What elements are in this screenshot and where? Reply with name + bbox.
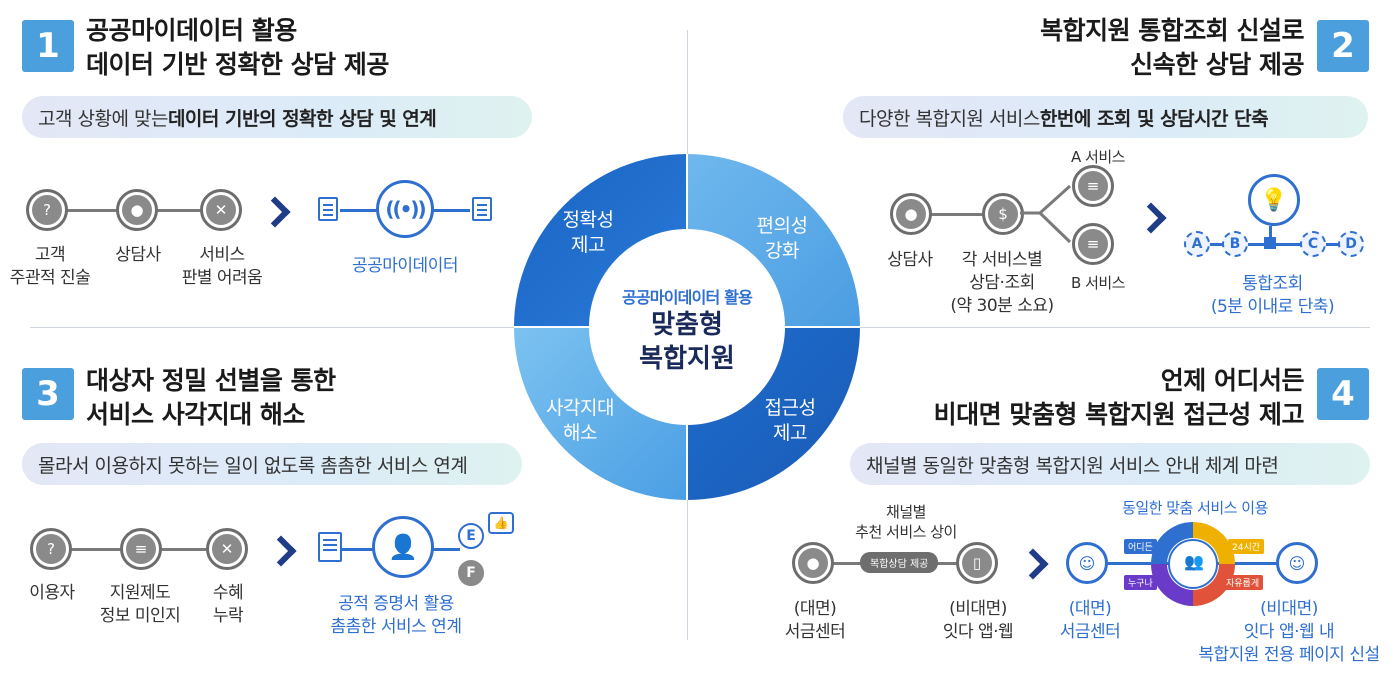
q2-counselor-label: 상담사 bbox=[887, 250, 933, 270]
q3-title-line2: 서비스 사각지대 해소 bbox=[86, 400, 305, 429]
node-a: A bbox=[1184, 231, 1210, 257]
q2-node-hub bbox=[1264, 237, 1276, 249]
node-b: B bbox=[1222, 231, 1248, 257]
center-subtitle: 공공마이데이터 활용 bbox=[621, 288, 753, 307]
user-question-icon: ? bbox=[30, 528, 72, 570]
q2-node-stem bbox=[1269, 226, 1272, 243]
document-list-icon: ≡ bbox=[120, 528, 162, 570]
q3-title: 대상자 정밀 선별을 통한 서비스 사각지대 해소 bbox=[86, 364, 336, 432]
q3-title-line1: 대상자 정밀 선별을 통한 bbox=[86, 366, 336, 395]
mobile-app-icon: ▯ bbox=[956, 542, 998, 584]
x-mark-icon: ✕ bbox=[200, 189, 242, 231]
wireless-signal-icon: ((•)) bbox=[376, 180, 434, 238]
customer-speech-icon: ? bbox=[26, 189, 68, 231]
document-icon bbox=[318, 197, 338, 221]
q4-title-line2: 비대면 맞춤형 복합지원 접근성 제고 bbox=[933, 400, 1305, 429]
users-icon: 👥 bbox=[1184, 552, 1204, 571]
q1-banner: 고객 상황에 맞는 데이터 기반의 정확한 상담 및 연계 bbox=[22, 96, 532, 138]
ring-label-24h: 24시간 bbox=[1228, 539, 1265, 554]
lightbulb-icon: 💡 bbox=[1248, 174, 1300, 226]
chevron-right-icon bbox=[259, 196, 291, 228]
ring-label-anywhere: 어디든 bbox=[1124, 539, 1157, 554]
q4-right-offline: (대면)서금센터 bbox=[1059, 599, 1121, 642]
q2-title-line2: 신속한 상담 제공 bbox=[1130, 50, 1304, 79]
q1-label-counselor: 상담사 bbox=[115, 245, 161, 265]
node-d: D bbox=[1338, 231, 1364, 257]
counselor-icon: ● bbox=[116, 189, 158, 231]
service-ring bbox=[1151, 522, 1235, 606]
document-icon bbox=[472, 197, 492, 221]
step-number-2: 2 bbox=[1317, 20, 1369, 72]
q1-title-line1: 공공마이데이터 활용 bbox=[86, 16, 297, 45]
q4-same-label: 동일한 맞춤 서비스 이용 bbox=[1122, 499, 1268, 517]
q4-title-line1: 언제 어디서든 bbox=[1160, 366, 1305, 395]
person-cheer-icon: ☺ bbox=[1276, 542, 1318, 584]
q4-banner: 채널별 동일한 맞춤형 복합지원 서비스 안내 체계 마련 bbox=[850, 443, 1370, 485]
q2-branch-lines bbox=[1020, 184, 1072, 244]
badge-e: E bbox=[458, 523, 484, 549]
person-group-icon: ☺ bbox=[1066, 542, 1108, 584]
person-reading-icon: 👤 bbox=[372, 516, 434, 578]
step-number-4: 4 bbox=[1317, 368, 1369, 420]
q1-title: 공공마이데이터 활용 데이터 기반 정확한 상담 제공 bbox=[86, 14, 389, 82]
document-list-icon: ≡ bbox=[1072, 165, 1114, 207]
counselor-icon: ● bbox=[890, 193, 932, 235]
chevron-right-icon bbox=[1135, 202, 1167, 234]
step-number-3: 3 bbox=[22, 368, 74, 420]
q1-title-line2: 데이터 기반 정확한 상담 제공 bbox=[86, 50, 389, 79]
q4-left-online: (비대면)잇다 앱·웹 bbox=[942, 599, 1014, 642]
q4-left-offline: (대면)서금센터 bbox=[784, 599, 846, 642]
chevron-right-icon bbox=[1017, 548, 1049, 580]
q2-title-line1: 복합지원 통합조회 신설로 bbox=[1040, 16, 1304, 45]
q1-banner-bold: 데이터 기반의 정확한 상담 및 연계 bbox=[167, 107, 437, 130]
q3-banner: 몰라서 이용하지 못하는 일이 없도록 촘촘한 서비스 연계 bbox=[22, 443, 522, 485]
chevron-right-icon bbox=[265, 535, 297, 567]
x-mark-icon: ✕ bbox=[206, 528, 248, 570]
ring-label-anyone: 누구나 bbox=[1124, 575, 1157, 590]
center-donut bbox=[514, 154, 860, 500]
q4-pill: 복합상담 제공 bbox=[860, 552, 939, 573]
q3-label-user: 이용자 bbox=[29, 583, 75, 603]
q4-title: 언제 어디서든 비대면 맞춤형 복합지원 접근성 제고 bbox=[933, 364, 1305, 432]
ring-label-freely: 자유롭게 bbox=[1222, 575, 1264, 590]
service-a-label: A 서비스 bbox=[1071, 148, 1125, 166]
document-list-icon: ≡ bbox=[1072, 223, 1114, 265]
q1-result-label: 공공마이데이터 bbox=[352, 256, 458, 276]
q2-flow-line bbox=[920, 213, 1000, 216]
service-b-label: B 서비스 bbox=[1071, 274, 1125, 292]
step-number-1: 1 bbox=[22, 20, 74, 72]
q2-result-label: 통합조회(5분 이내로 단축) bbox=[1210, 274, 1335, 317]
face-to-face-icon: ● bbox=[792, 542, 834, 584]
q1-banner-text: 고객 상황에 맞는 bbox=[38, 107, 168, 130]
badge-f: F bbox=[458, 560, 484, 586]
node-c: C bbox=[1300, 231, 1326, 257]
q2-banner-bold: 한번에 조회 및 상담시간 단축 bbox=[1039, 107, 1269, 130]
q2-title: 복합지원 통합조회 신설로 신속한 상담 제공 bbox=[1040, 14, 1304, 82]
q2-banner: 다양한 복합지원 서비스 한번에 조회 및 상담시간 단축 bbox=[843, 96, 1368, 138]
thumbs-up-icon: 👍 bbox=[488, 512, 514, 534]
certificate-document-icon bbox=[318, 532, 342, 562]
q2-banner-text: 다양한 복합지원 서비스 bbox=[859, 107, 1040, 130]
